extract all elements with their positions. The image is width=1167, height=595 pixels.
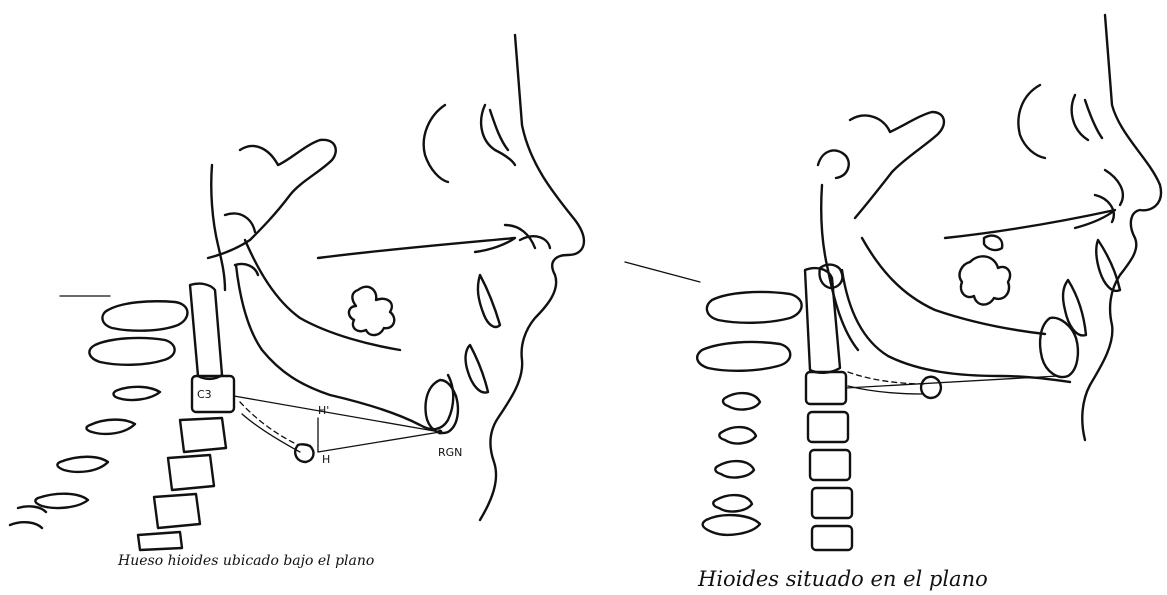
left-label-h-prime: H' (318, 404, 329, 417)
right-spinous-2 (719, 427, 756, 443)
left-c3-rgn-line (234, 396, 440, 432)
right-c3-body (806, 372, 846, 404)
left-spinous-5 (10, 506, 46, 528)
right-c4-body (808, 412, 848, 442)
right-panel-drawing (625, 15, 1161, 550)
left-spinous-2 (86, 420, 135, 434)
left-nasal-floor (505, 225, 550, 248)
right-lower-incisor (1063, 280, 1086, 335)
left-facial-profile (480, 35, 584, 520)
left-molar (349, 287, 394, 335)
left-spinous-4 (35, 494, 88, 508)
left-caption: Hueso hioides ubicado bajo el plano (118, 553, 374, 569)
left-hyoid (295, 444, 313, 462)
left-label-c3: C3 (197, 388, 212, 401)
left-vertebra-column (190, 284, 222, 379)
right-hyoid (921, 377, 941, 398)
left-atlas (102, 301, 187, 330)
left-hyoid-horn-2 (242, 414, 300, 452)
right-spinous-1 (723, 393, 760, 409)
left-nasal-bone (481, 105, 515, 165)
left-spinous-3 (57, 457, 108, 472)
left-orbit (424, 105, 448, 182)
right-atlas (707, 292, 802, 323)
left-c5-body (168, 455, 214, 490)
right-spinous-4 (713, 495, 752, 511)
left-mandible (236, 265, 453, 429)
left-hyoid-horn (240, 402, 298, 445)
left-axis (89, 338, 174, 365)
left-c4-body (180, 418, 226, 452)
right-c6-body (812, 488, 852, 518)
right-mandible (842, 270, 1070, 382)
right-reference-line (625, 262, 700, 282)
right-palatal-plane (945, 210, 1115, 238)
right-c7-body (812, 526, 852, 550)
right-molar (960, 256, 1011, 304)
right-facial-profile (1082, 15, 1161, 440)
left-cranial-base (208, 140, 336, 258)
left-h-rgn-line (318, 432, 440, 452)
left-upper-incisor (478, 275, 500, 327)
right-c5-body (810, 450, 850, 480)
right-mandible-inner (862, 238, 1045, 334)
left-c7-body (138, 532, 182, 550)
left-condyle (211, 165, 225, 290)
left-palatal-plane (318, 238, 515, 258)
right-orbit (1018, 85, 1045, 158)
right-molar-2 (984, 236, 1002, 250)
left-rgn-point (438, 430, 443, 435)
left-label-h: H (322, 453, 330, 466)
right-hyoid-horn (848, 372, 926, 384)
right-spinous-3 (715, 461, 754, 477)
right-spinous-5 (703, 515, 760, 535)
right-axis (697, 342, 790, 371)
left-spinous-1 (114, 387, 161, 400)
right-cranial-base (850, 112, 944, 218)
right-caption: Hioides situado en el plano (698, 567, 988, 591)
right-c3-rgn-line (846, 376, 1058, 388)
right-sella (818, 150, 849, 178)
right-nasal-bone (1072, 95, 1102, 140)
left-lower-incisor (466, 345, 488, 393)
left-c6-body (154, 494, 200, 528)
left-panel-drawing: C3 H' H RGN (10, 35, 584, 550)
left-label-rgn: RGN (438, 446, 462, 459)
